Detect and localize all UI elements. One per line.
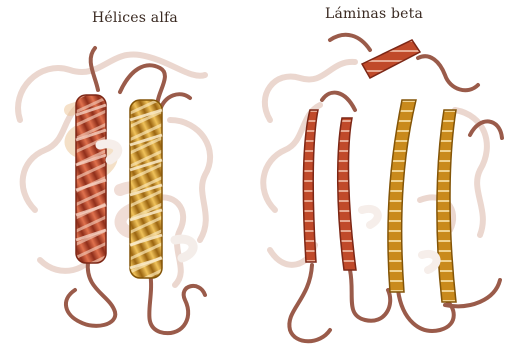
background-loops-left — [18, 54, 210, 285]
top-beta-strand — [362, 40, 420, 78]
red-beta-strand-1 — [303, 110, 318, 262]
beta-sheet-panel — [263, 35, 502, 341]
gold-beta-strand-1 — [388, 100, 416, 292]
gold-alpha-helix — [130, 100, 162, 278]
alpha-helix-panel — [18, 48, 210, 333]
beta-sheets-label: Láminas beta — [325, 6, 423, 22]
red-alpha-helix — [76, 95, 106, 263]
red-beta-strand-2 — [338, 118, 356, 270]
alpha-helices-label: Hélices alfa — [92, 10, 178, 26]
background-loops-right — [263, 62, 487, 265]
